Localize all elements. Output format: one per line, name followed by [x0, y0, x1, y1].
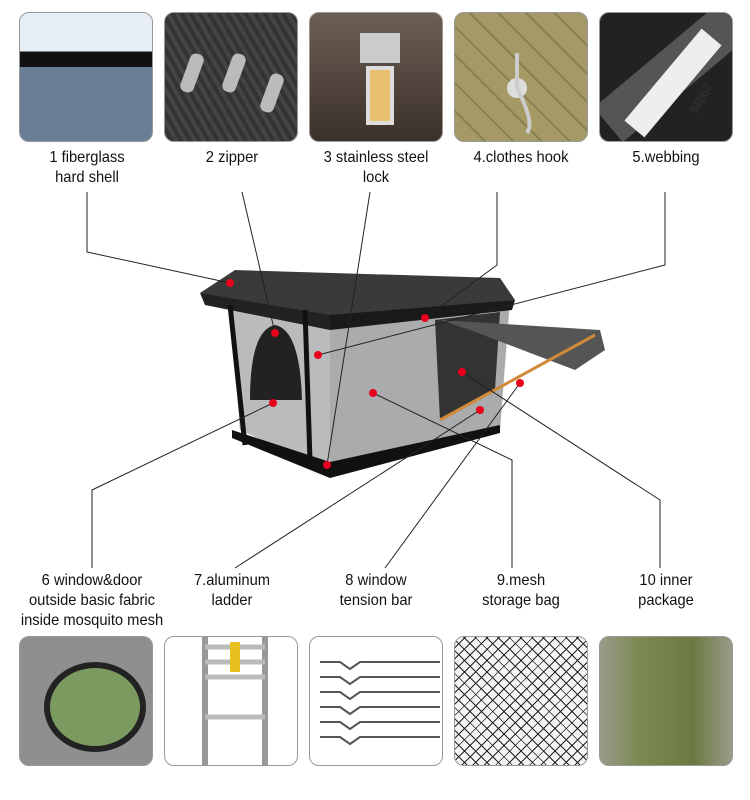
- label-clothes-hook: 4.clothes hook: [443, 148, 599, 168]
- tent-illustration: [200, 270, 605, 478]
- label-zipper: 2 zipper: [154, 148, 310, 168]
- marker-dot-mesh-bag: [369, 389, 377, 397]
- label-line: 7.aluminum: [193, 572, 271, 589]
- label-line: outside basic fabric: [28, 592, 156, 609]
- mesh-bag-photo: [454, 636, 588, 766]
- label-fiberglass-shell: 1 fiberglass hard shell: [9, 148, 165, 188]
- aluminum-ladder-photo: [164, 636, 298, 766]
- label-line: storage bag: [482, 592, 560, 609]
- label-line: ladder: [211, 592, 253, 609]
- label-mesh-bag: 9.mesh storage bag: [443, 571, 599, 611]
- label-line: inside mosquito mesh: [20, 612, 164, 629]
- marker-dot-ladder: [476, 406, 484, 414]
- marker-dot-hook: [421, 314, 429, 322]
- marker-dot-shell: [226, 279, 234, 287]
- label-line: 6 window&door: [41, 572, 143, 589]
- label-line: hard shell: [55, 169, 119, 186]
- label-line: 10 inner: [639, 572, 693, 589]
- label-line: 8 window: [345, 572, 407, 589]
- label-line: tension bar: [339, 592, 413, 609]
- marker-dot-inner: [458, 368, 466, 376]
- label-window-door: 6 window&door outside basic fabric inside …: [14, 571, 170, 631]
- marker-dot-zipper: [271, 329, 279, 337]
- fiberglass-shell-photo: [19, 12, 153, 142]
- label-aluminum-ladder: 7.aluminum ladder: [154, 571, 310, 611]
- marker-dot-webbing: [314, 351, 322, 359]
- label-line: 2 zipper: [205, 149, 259, 166]
- marker-dot-window: [269, 399, 277, 407]
- window-door-photo: [19, 636, 153, 766]
- marker-dot-tension-bar: [516, 379, 524, 387]
- label-webbing: 5.webbing: [588, 148, 744, 168]
- steel-lock-photo: [309, 12, 443, 142]
- marker-dots: [226, 279, 524, 469]
- label-tension-bar: 8 window tension bar: [298, 571, 454, 611]
- label-line: 3 stainless steel: [323, 149, 429, 166]
- tension-bar-photo: [309, 636, 443, 766]
- label-line: 4.clothes hook: [473, 149, 569, 166]
- label-steel-lock: 3 stainless steel lock: [298, 148, 454, 188]
- inner-package-photo: [599, 636, 733, 766]
- label-line: package: [638, 592, 694, 609]
- label-line: 9.mesh: [496, 572, 546, 589]
- label-line: 5.webbing: [632, 149, 700, 166]
- leader-lines: [86, 191, 666, 569]
- zipper-photo: [164, 12, 298, 142]
- label-line: lock: [362, 169, 390, 186]
- webbing-photo: 34567: [599, 12, 733, 142]
- marker-dot-lock: [323, 461, 331, 469]
- label-inner-package: 10 inner package: [588, 571, 744, 611]
- label-line: 1 fiberglass: [49, 149, 125, 166]
- clothes-hook-photo: [454, 12, 588, 142]
